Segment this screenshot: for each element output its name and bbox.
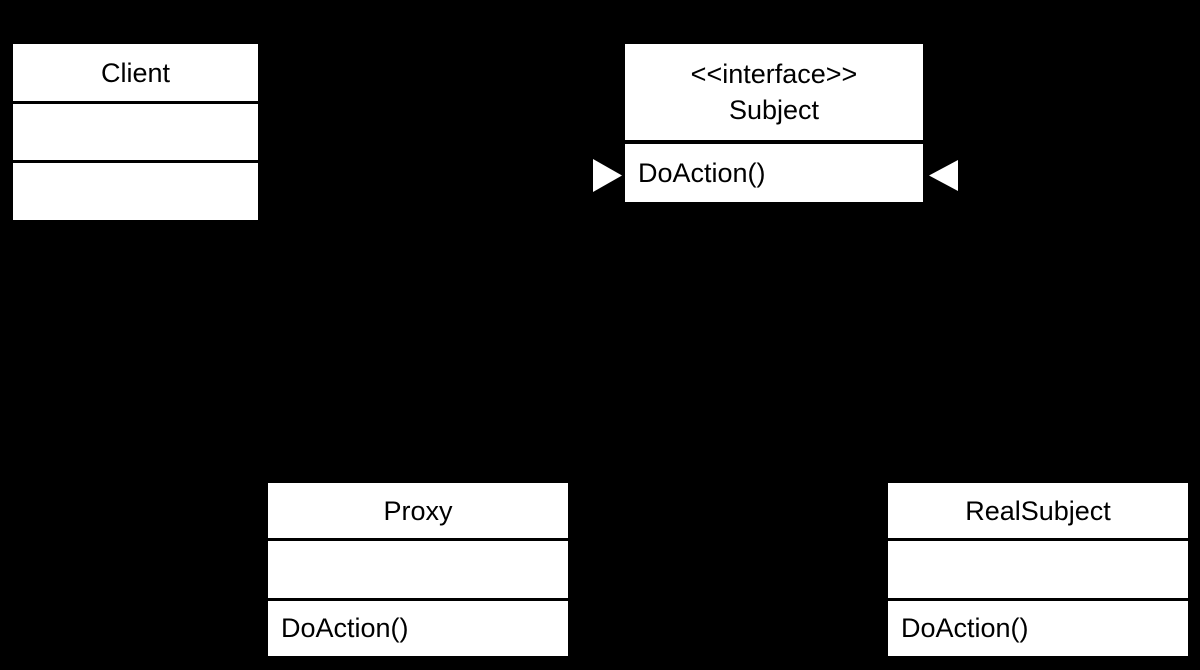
realsubject-title-compartment: RealSubject <box>888 483 1188 538</box>
realization-arrowhead-left-shape <box>593 159 622 192</box>
class-name-subject: Subject <box>728 95 820 125</box>
proxy-operations-compartment: DoAction() <box>268 598 568 656</box>
subject-stereotype-label: <<interface>> <box>690 59 858 89</box>
class-box-client: Client <box>13 44 258 220</box>
realsubject-attributes-compartment <box>888 538 1188 598</box>
realsubject-method-label: DoAction() <box>901 613 1029 643</box>
realization-arrowhead-left-icon <box>593 159 622 192</box>
proxy-method-label: DoAction() <box>281 613 409 643</box>
class-name-client: Client <box>100 57 171 88</box>
proxy-title-compartment: Proxy <box>268 483 568 538</box>
class-box-subject-interface: <<interface>> Subject DoAction() <box>625 44 923 202</box>
class-box-proxy: Proxy DoAction() <box>268 483 568 656</box>
class-box-realsubject: RealSubject DoAction() <box>888 483 1188 656</box>
realsubject-operations-compartment: DoAction() <box>888 598 1188 656</box>
proxy-attributes-compartment <box>268 538 568 598</box>
subject-method-label: DoAction() <box>638 157 766 188</box>
subject-title-compartment: <<interface>> Subject <box>625 44 923 140</box>
class-name-proxy: Proxy <box>383 495 453 526</box>
class-name-realsubject: RealSubject <box>965 495 1111 526</box>
client-operations-compartment <box>13 160 258 220</box>
client-title-compartment: Client <box>13 44 258 101</box>
client-attributes-compartment <box>13 101 258 160</box>
realization-arrowhead-right-shape <box>929 160 958 191</box>
realization-arrowhead-right-icon <box>929 160 958 191</box>
subject-operations-compartment: DoAction() <box>625 140 923 202</box>
